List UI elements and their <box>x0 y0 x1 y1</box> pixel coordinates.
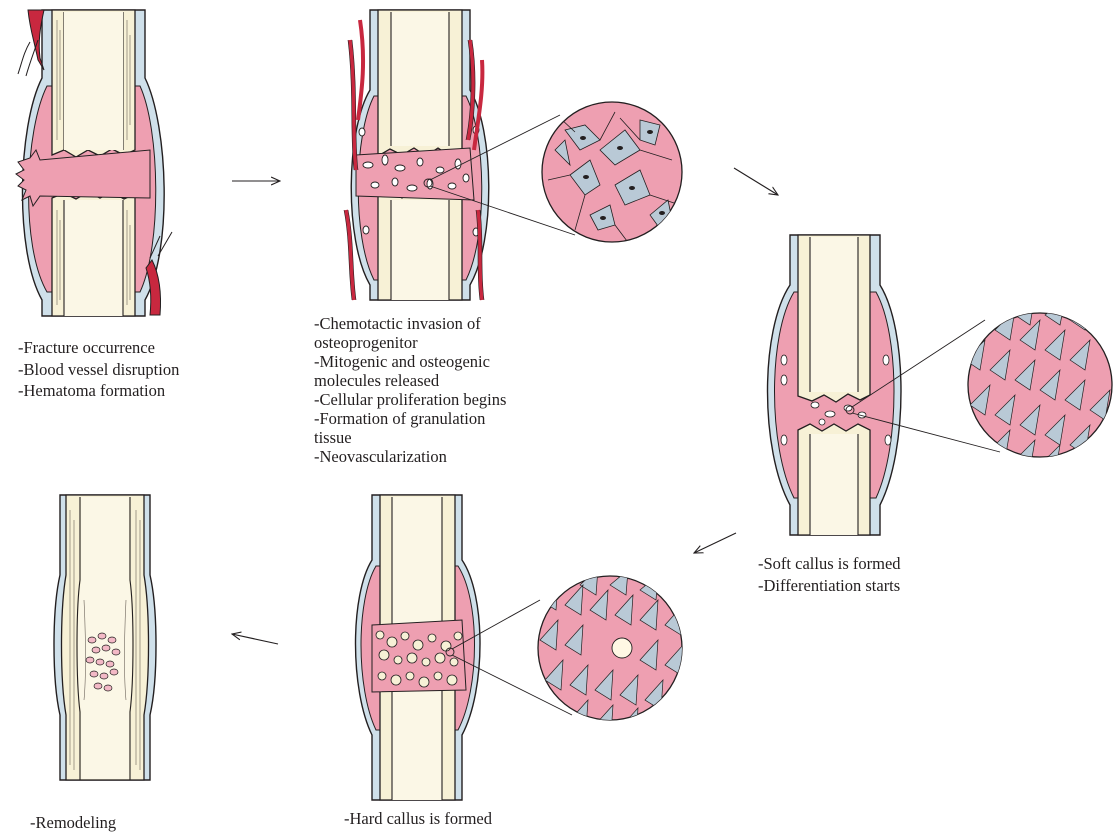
caption-soft-callus: -Soft callus is formed -Differentiation … <box>758 553 901 596</box>
caption-hard-callus: -Hard callus is formed <box>344 808 492 830</box>
caption-hematoma: -Fracture occurrence -Blood vessel disru… <box>18 337 179 402</box>
caption-line: -Neovascularization <box>314 447 506 466</box>
arrow-4 <box>232 634 278 644</box>
caption-line: -Differentiation starts <box>758 575 901 597</box>
stage-remodeling <box>54 495 156 780</box>
caption-line: -Mitogenic and osteogenic <box>314 352 506 371</box>
stage-inflammation <box>344 10 682 300</box>
magnified-cells-hard-callus <box>538 568 683 738</box>
caption-line: -Cellular proliferation begins <box>314 390 506 409</box>
caption-line: -Fracture occurrence <box>18 337 179 359</box>
caption-line: tissue <box>314 428 506 447</box>
caption-line: -Remodeling <box>30 812 116 834</box>
stage-soft-callus <box>768 235 1113 535</box>
caption-line: -Blood vessel disruption <box>18 359 179 381</box>
caption-inflammation: -Chemotactic invasion of osteoprogenitor… <box>314 314 506 466</box>
caption-line: molecules released <box>314 371 506 390</box>
stage-hard-callus <box>356 495 684 800</box>
caption-line: -Chemotactic invasion of <box>314 314 506 333</box>
magnified-cells-inflammation <box>542 102 682 245</box>
stage-hematoma <box>16 10 172 316</box>
magnified-cells-soft-callus <box>965 295 1112 475</box>
caption-line: -Soft callus is formed <box>758 553 901 575</box>
arrow-2 <box>734 168 778 195</box>
vascular-channel <box>612 638 632 658</box>
caption-line: osteoprogenitor <box>314 333 506 352</box>
arrow-3 <box>694 533 736 553</box>
caption-line: -Formation of granulation <box>314 409 506 428</box>
caption-line: -Hard callus is formed <box>344 808 492 830</box>
caption-remodeling: -Remodeling <box>30 812 116 834</box>
caption-line: -Hematoma formation <box>18 380 179 402</box>
